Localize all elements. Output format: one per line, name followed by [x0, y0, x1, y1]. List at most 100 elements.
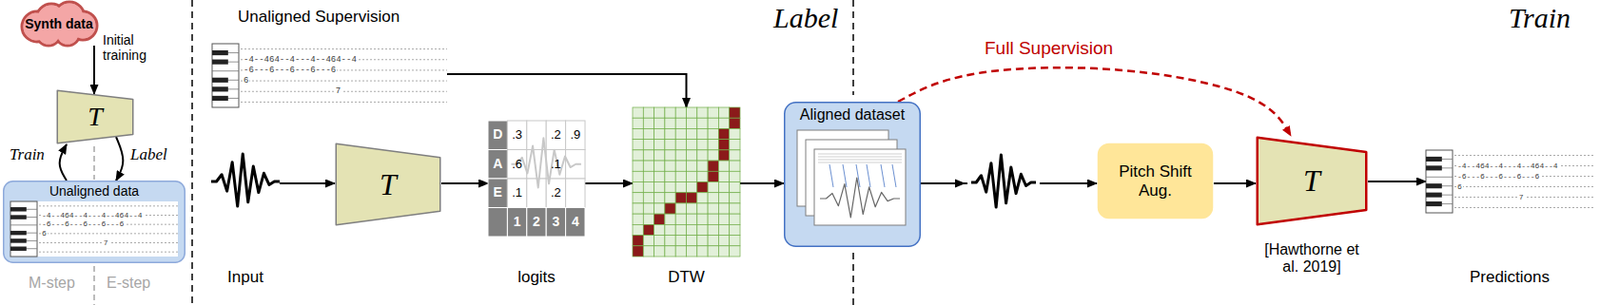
table-header: D	[492, 128, 503, 143]
flow-arrow	[740, 182, 784, 185]
section-divider	[852, 253, 855, 305]
dtw-cell	[675, 160, 686, 172]
dtw-cell	[643, 193, 654, 204]
black-key	[1425, 183, 1443, 189]
supervision-arrow	[897, 67, 1291, 137]
dtw-cell	[654, 150, 665, 161]
key-line	[1425, 176, 1453, 178]
dtw-cell	[654, 160, 665, 172]
dtw-cell	[707, 224, 719, 235]
tab-note: -6---6---6---6---6	[1456, 173, 1541, 181]
black-key	[1425, 156, 1443, 162]
dtw-cell	[686, 203, 698, 215]
logit-value: .3	[511, 128, 523, 142]
dtw-cell	[707, 214, 719, 225]
black-key	[10, 238, 27, 243]
dtw-cell	[643, 182, 654, 194]
black-key	[1425, 165, 1443, 171]
dtw-cell	[643, 160, 654, 172]
dtw-cell	[686, 150, 698, 161]
piano-keys	[10, 201, 38, 257]
tab-note: 6	[40, 230, 48, 238]
dtw-cell	[632, 139, 644, 151]
logit-value: .1	[550, 157, 562, 172]
stage-title: Label	[773, 1, 839, 34]
dtw-cell	[718, 224, 729, 235]
black-key	[10, 231, 27, 235]
table-header: 3	[551, 214, 560, 230]
dtw-cell	[632, 246, 644, 257]
dtw-cell	[718, 117, 729, 129]
dtw-cell	[718, 235, 729, 247]
dtw-cell	[697, 128, 708, 139]
dtw-cell	[697, 235, 708, 247]
dtw-cell	[697, 224, 708, 235]
black-key	[10, 214, 27, 219]
tab-line	[818, 154, 902, 156]
tab-note: -4--464--4---4--464--4	[242, 55, 358, 64]
dtw-cell	[686, 193, 698, 204]
dtw-cell	[654, 224, 665, 235]
dtw-cell	[654, 235, 665, 247]
dtw-cell	[718, 171, 729, 182]
dtw-cell	[632, 235, 644, 247]
table-header: 2	[532, 214, 541, 230]
dtw-cell	[675, 150, 686, 161]
table-cell	[526, 178, 547, 209]
table-cell	[565, 120, 586, 151]
tab-line	[39, 205, 178, 207]
tab-note: -6---6---6---6---6	[40, 220, 125, 229]
dtw-cell	[697, 246, 708, 257]
dtw-cell	[632, 117, 644, 129]
dtw-cell	[675, 107, 686, 118]
table-cell	[507, 208, 527, 238]
table-cell	[546, 208, 566, 238]
tab-line	[1454, 155, 1594, 157]
dtw-cell	[697, 150, 708, 161]
dtw-cell	[686, 117, 698, 129]
align-line	[829, 164, 834, 188]
tab-line	[39, 233, 178, 235]
black-key	[1425, 193, 1443, 198]
tab-note: 7	[334, 87, 342, 97]
dtw-cell	[664, 128, 676, 139]
black-key	[212, 59, 229, 65]
dtw-cell	[664, 246, 676, 257]
tab-note: -4--464--4---4--464--4	[40, 212, 144, 220]
tab-line	[240, 80, 448, 82]
table-cell	[487, 150, 508, 180]
input-waveform-art	[211, 142, 280, 288]
dtw-cell	[729, 160, 741, 172]
black-key	[212, 50, 229, 56]
node-label: Synth data	[24, 16, 94, 32]
dtw-cell	[718, 150, 729, 161]
flow-arrow	[116, 136, 123, 181]
dtw-cell	[729, 203, 741, 215]
dtw-cell	[675, 246, 686, 257]
tab-line	[818, 159, 902, 161]
flow-arrow	[279, 182, 335, 185]
input-waveform: Input	[211, 142, 280, 288]
dtw-cell	[632, 150, 644, 161]
tab-line	[818, 162, 902, 164]
dtw-cell	[729, 224, 741, 235]
dtw-cell	[729, 128, 741, 139]
node-label: Unaligned data	[49, 183, 139, 199]
dtw-cell	[686, 171, 698, 182]
dtw-cell	[664, 235, 676, 247]
waveform	[211, 154, 280, 207]
logit-value: .6	[511, 157, 523, 172]
logit-value: .9	[569, 128, 581, 142]
dtw-cell	[654, 107, 665, 118]
dtw-cell	[729, 182, 741, 194]
dtw-cell	[686, 214, 698, 225]
node-label: Aligned dataset	[800, 106, 905, 124]
align-line	[892, 164, 897, 188]
tab-line	[240, 101, 448, 103]
dtw-cell	[675, 203, 686, 215]
dtw-cell	[686, 246, 698, 257]
piano-keys	[1425, 150, 1453, 214]
black-key	[212, 96, 229, 101]
dtw-cell	[654, 246, 665, 257]
dtw-cell	[654, 139, 665, 151]
